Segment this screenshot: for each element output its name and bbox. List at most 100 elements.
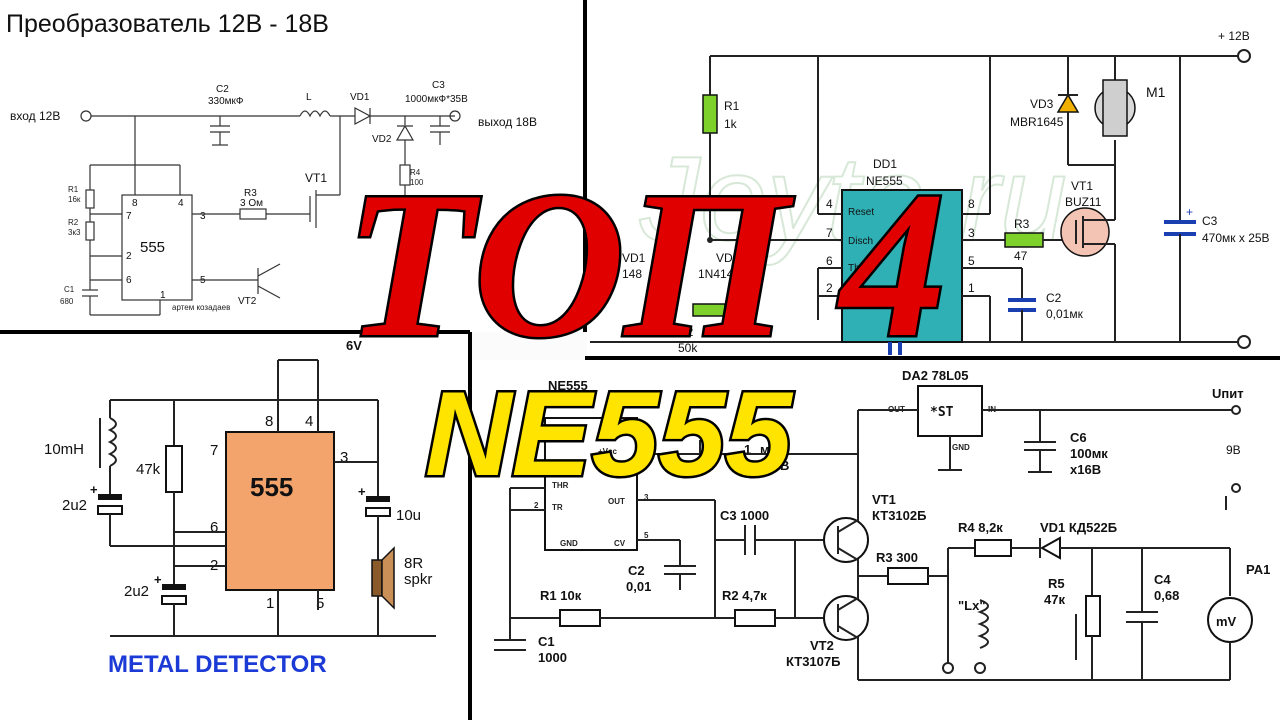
pin1: 1 (160, 290, 166, 301)
r3-label: R3 (1014, 217, 1030, 231)
vt2-value: КТ3107Б (786, 654, 840, 669)
resistor-r1 (559, 609, 601, 627)
c4-value: 0,68 (1154, 588, 1179, 603)
vd2-label: VD2 (716, 251, 740, 265)
pin2: 2 (126, 251, 132, 262)
vd1-label: VD1 КД522Б (1040, 520, 1117, 535)
c1-label: C1 (538, 634, 555, 649)
c1-value: 1000 (538, 650, 567, 665)
c2-label: C2 (628, 563, 645, 578)
c4-label: C4 (1154, 572, 1171, 587)
cap-2u2-top (97, 505, 123, 515)
disch-pin-label: Disch (848, 236, 873, 247)
c1-label: C1 (64, 285, 75, 294)
pa1-label: PA1 (1246, 562, 1270, 577)
inductor-l (299, 110, 331, 118)
r4-label: R4 8,2к (958, 520, 1003, 535)
vt2-label: VT2 (810, 638, 834, 653)
coil-10mh (107, 417, 117, 467)
pin8: 8 (622, 427, 627, 436)
chip-ne555-lc (544, 417, 638, 551)
plus12-terminal (1237, 49, 1251, 63)
reset-pin-label: Reset (848, 207, 874, 218)
resistor-r1-green (702, 94, 718, 134)
mv-label: mV (1216, 614, 1237, 629)
r4-label: R4 (410, 168, 421, 177)
cap2-polarity: + (154, 572, 162, 587)
chip-label: NE555 (548, 378, 588, 393)
transistor-vt2 (823, 595, 869, 641)
vt1-label: VT1 (872, 492, 896, 507)
metal-detector-caption: METAL DETECTOR (108, 651, 327, 678)
r2-value: 3к3 (68, 228, 81, 237)
mosfet-buz11 (1060, 207, 1110, 257)
vt1-label: VT1 (305, 171, 327, 185)
supply-voltage: 9В (1226, 443, 1241, 457)
resistor-r3-green (1004, 232, 1044, 248)
vt2-label: VT2 (238, 296, 257, 307)
pin5: 5 (968, 254, 975, 268)
cap3-label: 10u (396, 507, 421, 524)
c2-value: 0,01 (626, 579, 651, 594)
r1-value: 16к (68, 195, 81, 204)
supply-terminal-minus (1231, 483, 1241, 493)
r2-value: 50k (678, 341, 698, 355)
inductor-label: L (306, 92, 312, 103)
c3-value: 1000мкФ*35В (405, 94, 468, 105)
overlay-ne555-title: NE555 (425, 367, 794, 501)
r3-label: R3 300 (876, 550, 918, 565)
vd3-value: MBR1645 (1010, 115, 1064, 129)
vd3-label: VD3 (1030, 97, 1054, 111)
panel-lc-meter: *ST DA2 78L05 OUT IN GND Uпит 9В C6 100м… (472, 360, 1280, 720)
pin8: 8 (968, 197, 975, 211)
pin8: 8 (132, 198, 138, 209)
c2-label: C2 (1046, 291, 1062, 305)
c3-label: C3 (432, 80, 445, 91)
c6-rating: х16В (1070, 462, 1101, 477)
r3-label: R3 (244, 188, 257, 199)
out-label: OUT (608, 497, 625, 506)
vt1-value: BUZ11 (1065, 195, 1102, 209)
c1-value: 680 (60, 297, 74, 306)
resistor-label: 47k (136, 461, 161, 478)
vd2-value: 1N4148 (698, 267, 740, 281)
pin3: 3 (340, 449, 348, 466)
thr-pin-label: Thr (848, 263, 864, 274)
plus12-label: + 12В (1218, 29, 1250, 43)
vt1-value: КТ3102Б (872, 508, 926, 523)
chip-555-label: 555 (140, 239, 165, 256)
supply-terminal-plus (1231, 405, 1241, 415)
r5-value: 47к (1044, 592, 1065, 607)
tr-label: TR (552, 503, 563, 512)
vd1-label: VD1 (622, 251, 646, 265)
pin4: 4 (826, 197, 833, 211)
overlay-top-title: ТОП 4 (345, 149, 946, 381)
speaker-label: 8R (404, 555, 423, 572)
r1-label: R1 (68, 185, 79, 194)
mid-cap-rating: В (780, 458, 789, 473)
vt1-label: VT1 (1071, 179, 1093, 193)
pin6: 6 (826, 254, 833, 268)
coil-lx (977, 599, 989, 649)
pin8: 8 (265, 413, 273, 430)
r3-value: 3 Ом (240, 198, 263, 209)
transistor-vt1 (823, 517, 869, 563)
resistor-r2 (734, 609, 776, 627)
vd2-label: VD2 (372, 134, 392, 145)
pin2: 2 (826, 281, 833, 295)
gnd-label: GND (560, 539, 578, 548)
converter-title: Преобразователь 12В - 18В (6, 10, 329, 38)
vd1-label: VD1 (350, 92, 370, 103)
lx-label: "Lx" (958, 598, 986, 613)
c6-label: C6 (1070, 430, 1087, 445)
c2-label: C2 (216, 84, 229, 95)
resistor-r3 (887, 567, 929, 585)
title-overlay: ТОП 4 NE555 (343, 147, 949, 504)
vcc-label: +Vcc (598, 447, 617, 456)
r2-label: R2 (68, 218, 79, 227)
resistor-r5 (1085, 595, 1101, 637)
dd1-value: NE555 (866, 174, 903, 188)
speaker-sublabel: spkr (404, 571, 432, 588)
thr-label: THR (552, 481, 569, 490)
